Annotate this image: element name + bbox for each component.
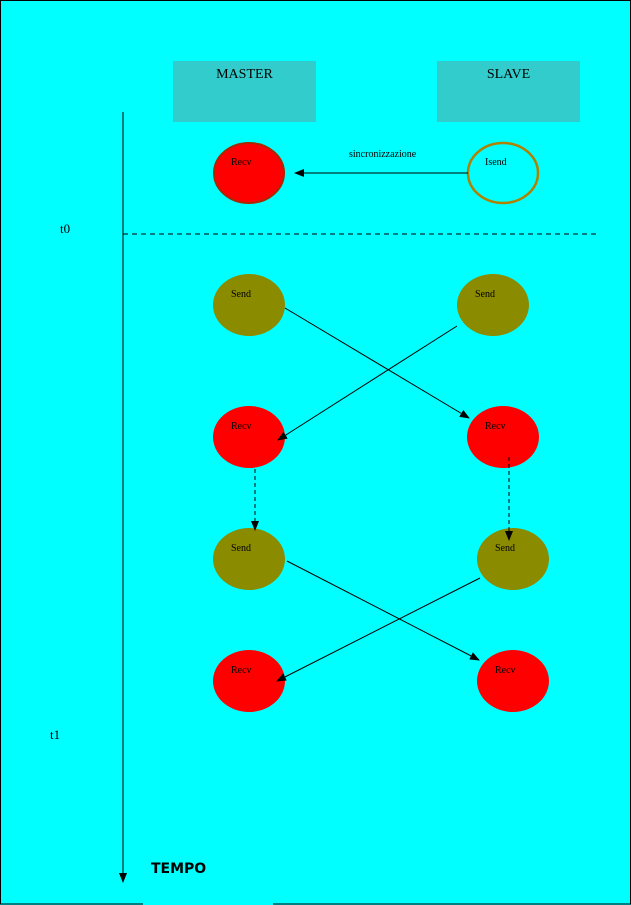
slave-recv-1 — [467, 406, 539, 468]
slave-send-1-label: Send — [475, 289, 495, 300]
slave-isend-label: Isend — [485, 157, 507, 168]
slave-recv-1-label: Recv — [485, 421, 506, 432]
slave-send-1 — [457, 274, 529, 336]
slave-send-2 — [477, 528, 549, 590]
t0-label: t0 — [60, 221, 71, 236]
master-recv-1-label: Recv — [231, 421, 252, 432]
t1-label: t1 — [50, 727, 61, 742]
slave-recv-2 — [477, 650, 549, 712]
master-recv-1 — [213, 406, 285, 468]
arrow-ssend1-mrecv1 — [277, 325, 458, 441]
master-recv-0 — [213, 142, 285, 204]
arrow-ssend2-mrecv2 — [276, 577, 481, 682]
master-recv-2-label: Recv — [231, 665, 252, 676]
slave-isend — [466, 141, 540, 205]
master-send-2-label: Send — [231, 543, 251, 554]
master-recv-0-label: Recv — [231, 157, 252, 168]
master-send-1-label: Send — [231, 289, 251, 300]
master-header: MASTER — [173, 61, 316, 122]
time-axis-label: TEMPO — [151, 861, 207, 877]
master-send-2 — [213, 528, 285, 590]
sync-label: sincronizzazione — [349, 149, 417, 160]
master-recv-2 — [213, 650, 285, 712]
arrow-msend1-srecv1 — [284, 307, 470, 419]
arrow-msend2-srecv2 — [286, 560, 480, 661]
slave-send-2-label: Send — [495, 543, 515, 554]
slave-header: SLAVE — [437, 61, 580, 122]
slave-recv-2-label: Recv — [495, 665, 516, 676]
master-send-1 — [213, 274, 285, 336]
